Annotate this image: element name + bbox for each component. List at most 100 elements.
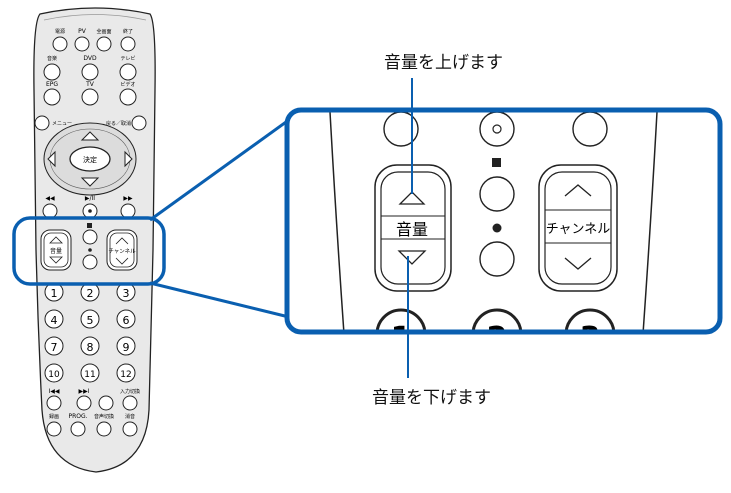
- fast-forward-icon: ▶▶: [123, 195, 133, 202]
- zoom-number-label: 3: [580, 321, 601, 356]
- pv-label: PV: [78, 28, 87, 35]
- zoom-frame: [284, 107, 723, 335]
- number-key[interactable]: 7: [44, 336, 64, 356]
- dpad-right-icon[interactable]: [124, 150, 133, 168]
- volume-rocker[interactable]: [40, 229, 72, 271]
- svg-text:10: 10: [48, 370, 60, 380]
- zoom-record-button[interactable]: [479, 241, 515, 277]
- record-mode-label: 録画: [49, 413, 59, 420]
- enter-button[interactable]: [69, 146, 111, 172]
- stop-button[interactable]: [82, 229, 98, 245]
- svg-text:11: 11: [84, 370, 95, 380]
- zoom-panel: 音量 チャンネル 1 2 3: [284, 107, 723, 358]
- prog-button[interactable]: [70, 421, 86, 437]
- power-label: 電源: [55, 28, 65, 35]
- highlight-frame: [12, 216, 166, 286]
- zoom-volume-up-icon: [398, 191, 426, 205]
- return-label: 戻る／取消: [106, 120, 131, 127]
- zoom-remote-edge-left: [329, 111, 345, 332]
- dpad-left-icon[interactable]: [47, 150, 56, 168]
- svg-text:7: 7: [51, 341, 58, 354]
- input-switch-button[interactable]: [122, 395, 138, 411]
- svg-text:2: 2: [87, 287, 94, 300]
- number-key[interactable]: 4: [44, 309, 64, 329]
- number-key[interactable]: 11: [80, 363, 100, 383]
- record-button[interactable]: [82, 254, 98, 270]
- exit-button[interactable]: [120, 36, 136, 52]
- enter-label: 決定: [83, 155, 97, 164]
- number-key[interactable]: 8: [80, 336, 100, 356]
- rewind-icon: ◀◀: [45, 195, 55, 202]
- pv-button[interactable]: [74, 36, 90, 52]
- input-switch-label: 入力切換: [120, 388, 140, 395]
- volume-label-small: 音量: [50, 247, 62, 255]
- unlabeled-button[interactable]: [98, 395, 114, 411]
- menu-label: メニュー: [52, 121, 72, 127]
- mute-button[interactable]: [122, 421, 138, 437]
- record-dot-icon: [88, 248, 92, 252]
- number-key[interactable]: 10: [44, 363, 64, 383]
- dvd-label: DVD: [83, 55, 97, 62]
- audio-switch-button[interactable]: [96, 421, 112, 437]
- tv-button[interactable]: [81, 88, 99, 106]
- volume-down-icon: [49, 256, 63, 264]
- menu-button[interactable]: [34, 115, 50, 131]
- direction-pad: 決定: [43, 122, 137, 196]
- zoom-channel-label: チャンネル: [546, 222, 611, 237]
- rewind-button[interactable]: [42, 203, 58, 219]
- channel-rocker[interactable]: [106, 229, 138, 271]
- video-button[interactable]: [119, 88, 137, 106]
- svg-text:4: 4: [51, 314, 58, 327]
- skip-back-button[interactable]: [46, 395, 62, 411]
- zoom-number-key[interactable]: [471, 308, 523, 358]
- skip-forward-button[interactable]: [76, 395, 92, 411]
- zoom-channel-down-icon: [564, 257, 592, 270]
- number-key[interactable]: 9: [116, 336, 136, 356]
- top-button-row: 電源 PV 全画面 終了: [52, 28, 136, 52]
- mode-button-row: 音楽 DVD テレビ: [43, 55, 137, 81]
- power-button[interactable]: [52, 36, 68, 52]
- channel-down-icon: [115, 257, 129, 265]
- zoom-channel-rocker[interactable]: [538, 164, 618, 292]
- mute-label: 消音: [125, 413, 135, 420]
- zoom-fast-forward-button[interactable]: [572, 111, 608, 147]
- number-key[interactable]: 5: [80, 309, 100, 329]
- television-label: テレビ: [120, 55, 135, 62]
- zoom-number-label: 1: [391, 321, 412, 356]
- zoom-stop-button[interactable]: [479, 176, 515, 212]
- svg-text:12: 12: [120, 370, 131, 380]
- skip-row: I◀◀ ▶▶I 入力切換: [46, 388, 140, 411]
- skip-back-icon: I◀◀: [49, 388, 60, 395]
- record-mode-button[interactable]: [46, 421, 62, 437]
- dvd-button[interactable]: [81, 63, 99, 81]
- television-button[interactable]: [119, 63, 137, 81]
- dpad-up-icon[interactable]: [80, 131, 100, 141]
- return-button[interactable]: [131, 115, 147, 131]
- tv-label: TV: [85, 81, 95, 88]
- epg-label: EPG: [46, 81, 58, 88]
- prog-label: PROG.: [68, 413, 87, 420]
- remote-control: 電源 PV 全画面 終了 音楽 DVD テレビ EPG TV ビデオ メニュー …: [33, 7, 156, 473]
- fast-forward-button[interactable]: [120, 203, 136, 219]
- svg-text:9: 9: [123, 341, 130, 354]
- svg-text:1: 1: [51, 287, 58, 300]
- zoom-volume-down-icon: [397, 250, 427, 265]
- number-keypad: 1 2 3 4 5 6 7 8 9 10 11 12: [44, 282, 136, 383]
- svg-text:3: 3: [123, 287, 130, 300]
- music-button[interactable]: [43, 63, 61, 81]
- fullscreen-button[interactable]: [96, 36, 112, 52]
- zoom-number-key[interactable]: [564, 308, 616, 358]
- audio-switch-label: 音声切換: [94, 413, 114, 420]
- number-key[interactable]: 6: [116, 309, 136, 329]
- source-button-row: EPG TV ビデオ: [43, 81, 137, 106]
- volume-up-icon: [49, 236, 63, 244]
- skip-forward-icon: ▶▶I: [79, 388, 90, 395]
- number-key[interactable]: 2: [80, 282, 100, 302]
- zoom-number-key[interactable]: [375, 308, 427, 358]
- epg-button[interactable]: [43, 88, 61, 106]
- stop-icon: [87, 223, 92, 228]
- play-pause-label: ▶/II: [85, 195, 95, 202]
- dpad-down-icon[interactable]: [80, 177, 100, 187]
- number-key[interactable]: 12: [116, 363, 136, 383]
